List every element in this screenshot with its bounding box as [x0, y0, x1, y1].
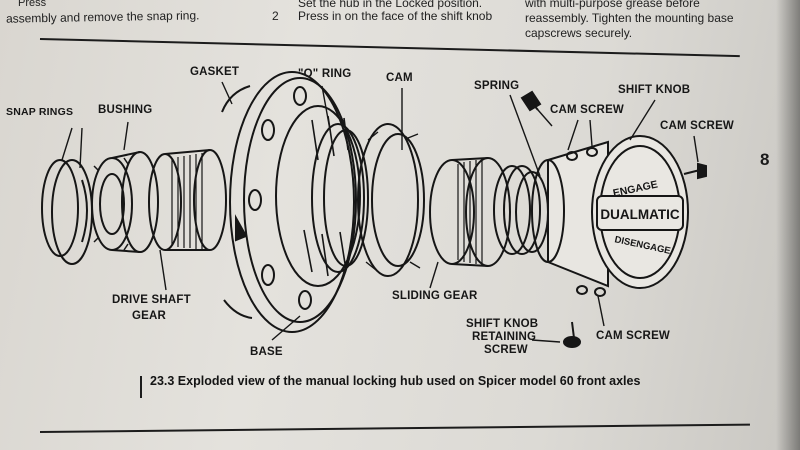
label-cam-screw-right: CAM SCREW — [660, 120, 734, 132]
shift-knob-part — [531, 135, 689, 297]
label-base: BASE — [250, 346, 283, 358]
label-snap-rings: SNAP RINGS — [6, 106, 74, 118]
label-shift-knob: SHIFT KNOB — [618, 84, 691, 96]
bushing-part — [91, 151, 159, 253]
label-spring: SPRING — [474, 80, 520, 92]
label-shift-knob-retaining-line3: SCREW — [484, 344, 528, 356]
label-bushing: BUSHING — [98, 104, 153, 116]
retaining-screw-part — [563, 321, 581, 348]
label-cam: CAM — [386, 72, 413, 84]
label-shift-knob-retaining-line2: RETAINING — [472, 331, 537, 343]
header-col2-line1: Set the hub in the Locked position. — [298, 0, 483, 10]
label-drive-shaft-gear-line2: GEAR — [132, 310, 167, 322]
label-drive-shaft-gear-line1: DRIVE SHAFT — [112, 294, 191, 306]
spring-part — [493, 165, 549, 255]
label-cam-screw-bottom: CAM SCREW — [596, 330, 670, 342]
label-shift-knob-retaining-line1: SHIFT KNOB — [466, 318, 539, 330]
knob-brand-text: DUALMATIC — [600, 207, 679, 222]
cam-screw-right-part — [683, 162, 707, 180]
header-col2-step: 2 — [272, 9, 279, 23]
leader-lines — [61, 81, 699, 343]
header-col3-line2: reassembly. Tighten the mounting base — [525, 11, 734, 25]
figure-caption: 23.3 Exploded view of the manual locking… — [150, 374, 641, 388]
cam-screw-top-part — [520, 90, 553, 127]
cam-part — [357, 123, 425, 277]
header-col1-line1: Press — [18, 0, 47, 9]
chapter-tab-number: 8 — [760, 150, 770, 169]
header-col3-line3: capscrews securely. — [525, 26, 633, 40]
base-part — [229, 71, 361, 333]
sliding-gear-part — [429, 157, 511, 267]
drive-shaft-gear-part — [148, 149, 227, 251]
header-col2-line2: Press in on the face of the shift knob — [298, 9, 493, 23]
label-o-ring: "O" RING — [298, 68, 352, 80]
header-col3-line1: with multi-purpose grease before — [525, 0, 700, 10]
gasket-part — [221, 85, 253, 319]
caption-bar — [140, 376, 142, 398]
label-gasket: GASKET — [190, 66, 240, 78]
label-sliding-gear: SLIDING GEAR — [392, 290, 478, 302]
o-ring-part — [311, 123, 369, 273]
page-edge-shadow — [776, 0, 800, 450]
label-cam-screw-top: CAM SCREW — [550, 104, 624, 116]
snap-rings-part — [41, 159, 93, 265]
